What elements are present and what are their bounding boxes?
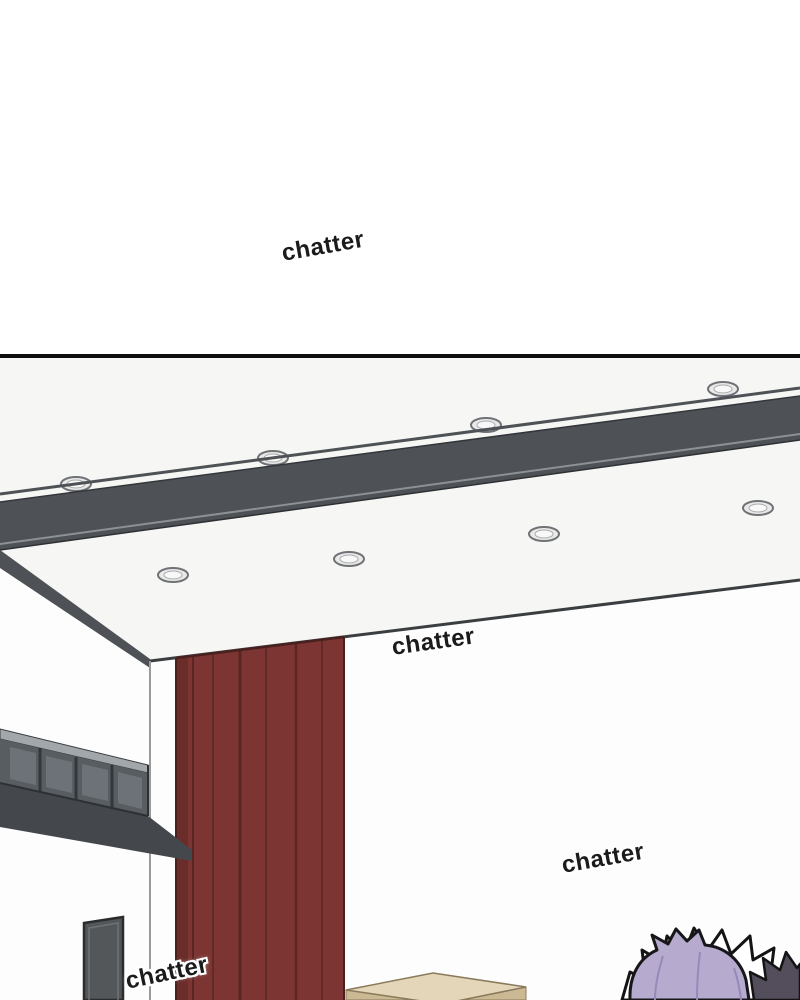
dark-hair-right bbox=[748, 950, 800, 1000]
lavender-hair-head bbox=[628, 927, 751, 1000]
balcony-panel bbox=[46, 756, 72, 793]
ceiling-light bbox=[528, 526, 560, 542]
hair-strand bbox=[696, 951, 701, 1000]
corner-trim bbox=[0, 550, 150, 668]
hair-strand bbox=[733, 967, 742, 1000]
balcony-slab bbox=[0, 783, 192, 861]
balcony-panel bbox=[10, 747, 36, 785]
ceiling-lights-lower-row bbox=[157, 500, 774, 583]
ceiling-light bbox=[742, 500, 774, 516]
ceiling-light bbox=[707, 381, 739, 397]
panel-top-border bbox=[0, 354, 800, 358]
characters bbox=[620, 926, 800, 1000]
balcony-panel bbox=[82, 764, 108, 801]
balcony bbox=[0, 728, 192, 861]
ceiling-light bbox=[333, 551, 365, 567]
ceiling-beam bbox=[0, 395, 800, 551]
box bbox=[345, 972, 527, 1000]
balcony-panel bbox=[118, 772, 142, 809]
hair-strand bbox=[654, 955, 664, 1000]
beam-flange-line bbox=[0, 386, 800, 496]
curtain bbox=[175, 635, 345, 1000]
ceiling-light bbox=[157, 567, 189, 583]
door bbox=[82, 915, 125, 1000]
